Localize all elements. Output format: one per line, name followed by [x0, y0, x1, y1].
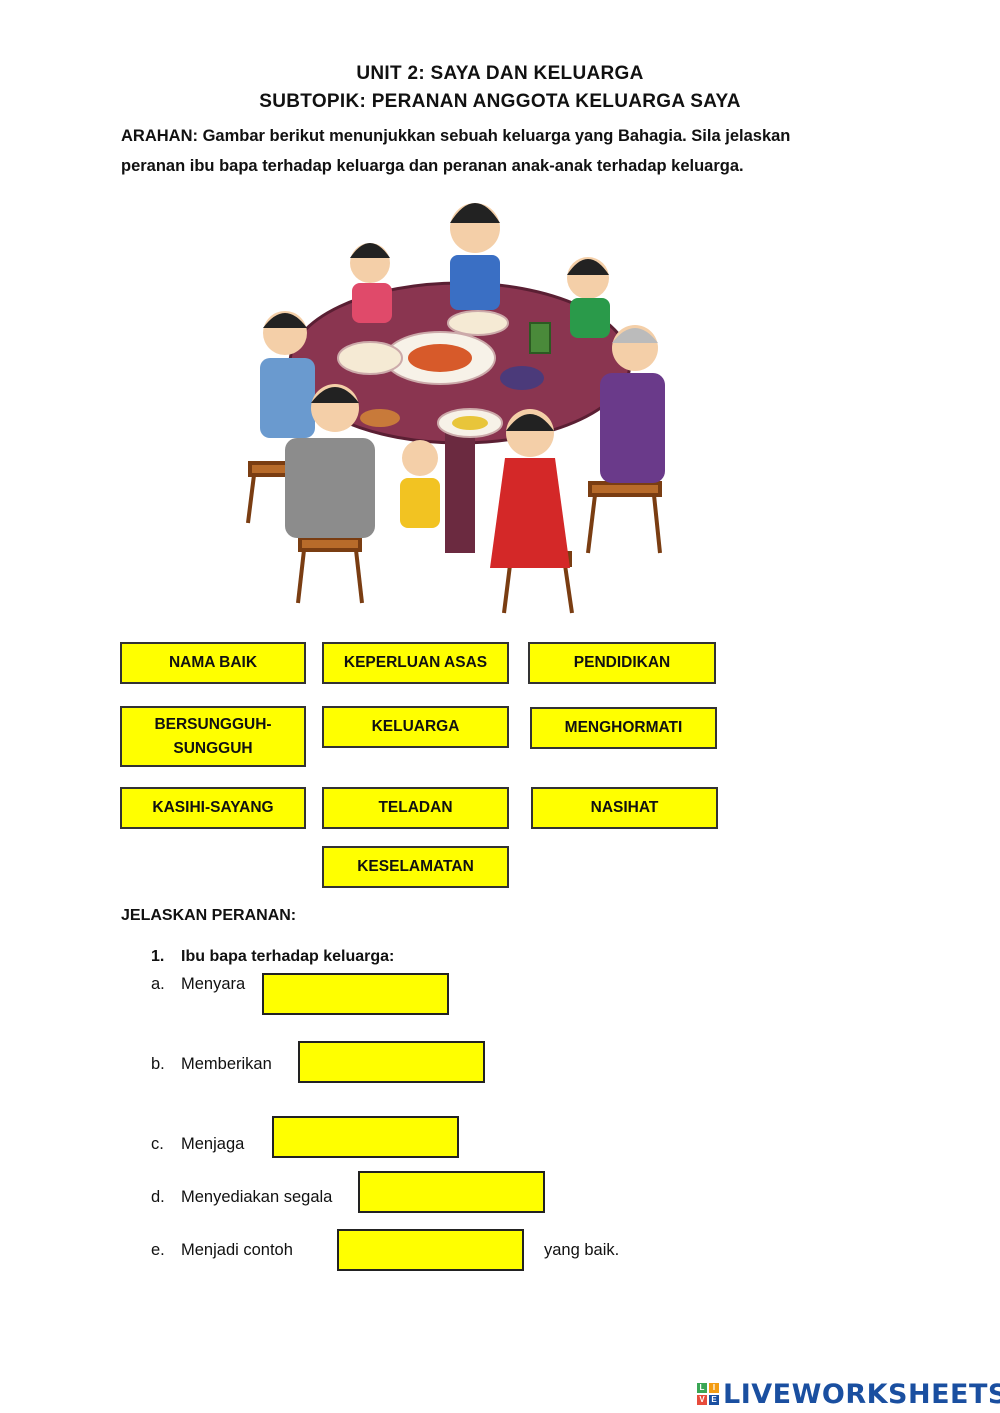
page-title: UNIT 2: SAYA DAN KELUARGA: [356, 63, 644, 84]
answer-item-e: e. Menjadi contoh: [151, 1241, 293, 1260]
word-chip-nama-baik[interactable]: NAMA BAIK: [120, 642, 306, 684]
logo-letter: I: [709, 1383, 719, 1393]
word-chip-keselamatan[interactable]: KESELAMATAN: [322, 846, 509, 888]
question-text: Ibu bapa terhadap keluarga:: [181, 948, 395, 965]
item-letter: c.: [151, 1135, 164, 1153]
question-number: 1.: [151, 948, 165, 965]
word-chip-keluarga[interactable]: KELUARGA: [322, 706, 509, 748]
item-letter: e.: [151, 1241, 165, 1259]
section-label: JELASKAN PERANAN:: [121, 907, 297, 924]
item-letter: d.: [151, 1188, 165, 1206]
answer-blank-e[interactable]: [337, 1229, 524, 1271]
answer-item-c: c. Menjaga: [151, 1135, 244, 1154]
answer-blank-d[interactable]: [358, 1171, 545, 1213]
word-chip-pendidikan[interactable]: PENDIDIKAN: [528, 642, 716, 684]
answer-blank-a[interactable]: [262, 973, 449, 1015]
logo-text: LIVEWORKSHEETS: [723, 1378, 1000, 1410]
answer-item-d: d. Menyediakan segala: [151, 1188, 332, 1207]
item-text: Memberikan: [181, 1055, 272, 1073]
word-chip-teladan[interactable]: TELADAN: [322, 787, 509, 829]
item-text: Menjaga: [181, 1135, 245, 1153]
word-chip-menghormati[interactable]: MENGHORMATI: [530, 707, 717, 749]
logo-letter: L: [697, 1383, 707, 1393]
instruction-text: ARAHAN: Gambar berikut menunjukkan sebua…: [121, 127, 791, 175]
item-letter: b.: [151, 1055, 165, 1073]
word-chip-nasihat[interactable]: NASIHAT: [531, 787, 718, 829]
question-1-title: 1. Ibu bapa terhadap keluarga:: [151, 948, 394, 966]
answer-blank-c[interactable]: [272, 1116, 459, 1158]
page-subtitle: SUBTOPIK: PERANAN ANGGOTA KELUARGA SAYA: [259, 91, 741, 112]
answer-blank-b[interactable]: [298, 1041, 485, 1083]
logo-icon: L I V E: [697, 1383, 719, 1405]
item-suffix: yang baik.: [544, 1241, 620, 1259]
word-chip-keperluan-asas[interactable]: KEPERLUAN ASAS: [322, 642, 509, 684]
item-letter: a.: [151, 975, 165, 993]
item-text: Menjadi contoh: [181, 1241, 293, 1259]
item-text: Menyediakan segala: [181, 1188, 333, 1206]
item-text: Menyara: [181, 975, 246, 993]
word-chip-kasihi-sayang[interactable]: KASIHI-SAYANG: [120, 787, 306, 829]
word-chip-bersungguh-sungguh[interactable]: BERSUNGGUH-SUNGGUH: [120, 706, 306, 767]
answer-item-b: b. Memberikan: [151, 1055, 272, 1074]
family-dinner-illustration: [246, 203, 665, 614]
logo-letter: V: [697, 1395, 707, 1405]
liveworksheets-logo: L I V E LIVEWORKSHEETS: [697, 1376, 1000, 1412]
logo-letter: E: [709, 1395, 719, 1405]
answer-item-a: a. Menyara: [151, 975, 245, 994]
